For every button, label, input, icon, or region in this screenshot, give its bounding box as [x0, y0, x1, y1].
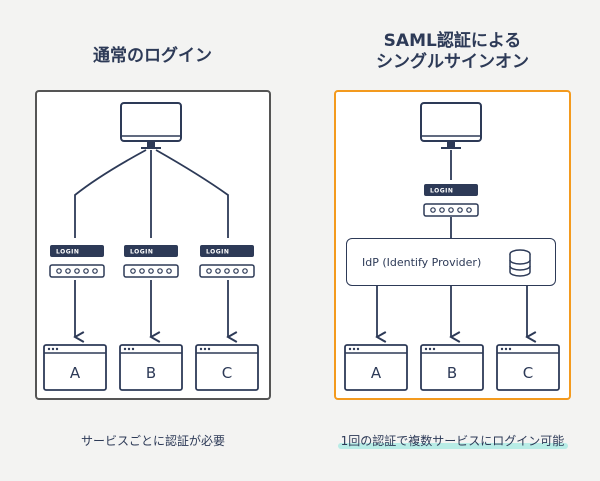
svg-text:LOGIN: LOGIN — [56, 249, 79, 256]
left-password-field-icon-c — [199, 264, 255, 278]
right-title-line2: シングルサインオン — [376, 52, 529, 72]
svg-text:A: A — [70, 364, 81, 382]
right-title: SAML認証による シングルサインオン — [335, 31, 570, 73]
right-caption: 1回の認証で複数サービスにログイン可能 — [340, 434, 565, 448]
left-monitor-icon — [120, 102, 182, 149]
svg-text:C: C — [523, 364, 533, 382]
left-login-box-icon-a: LOGIN — [50, 245, 104, 257]
left-password-field-icon-b — [123, 264, 179, 278]
svg-text:B: B — [146, 364, 156, 382]
left-browser-window-icon-b: B — [119, 344, 183, 391]
svg-text:C: C — [222, 364, 232, 382]
svg-text:LOGIN: LOGIN — [206, 249, 229, 256]
svg-text:B: B — [447, 364, 457, 382]
idp-label: IdP (Identify Provider) — [362, 256, 482, 269]
right-title-line1: SAML認証による — [383, 31, 522, 51]
svg-text:LOGIN: LOGIN — [130, 249, 153, 256]
right-browser-window-icon-c: C — [496, 344, 560, 391]
svg-text:A: A — [371, 364, 382, 382]
left-browser-window-icon-a: A — [43, 344, 107, 391]
svg-text:LOGIN: LOGIN — [430, 188, 453, 195]
right-browser-window-icon-a: A — [344, 344, 408, 391]
left-title: 通常のログイン — [93, 46, 212, 66]
right-password-field-icon — [423, 203, 479, 217]
right-browser-window-icon-b: B — [420, 344, 484, 391]
left-line-c — [155, 149, 229, 238]
left-line-a — [74, 149, 147, 238]
right-monitor-icon — [420, 102, 482, 149]
database-icon — [509, 249, 531, 277]
left-login-box-icon-b: LOGIN — [124, 245, 178, 257]
left-login-box-icon-c: LOGIN — [200, 245, 254, 257]
right-caption-highlight — [338, 443, 568, 449]
right-login-box-icon: LOGIN — [424, 184, 478, 196]
left-browser-window-icon-c: C — [195, 344, 259, 391]
left-caption: サービスごとに認証が必要 — [80, 434, 225, 448]
left-password-field-icon-a — [49, 264, 105, 278]
